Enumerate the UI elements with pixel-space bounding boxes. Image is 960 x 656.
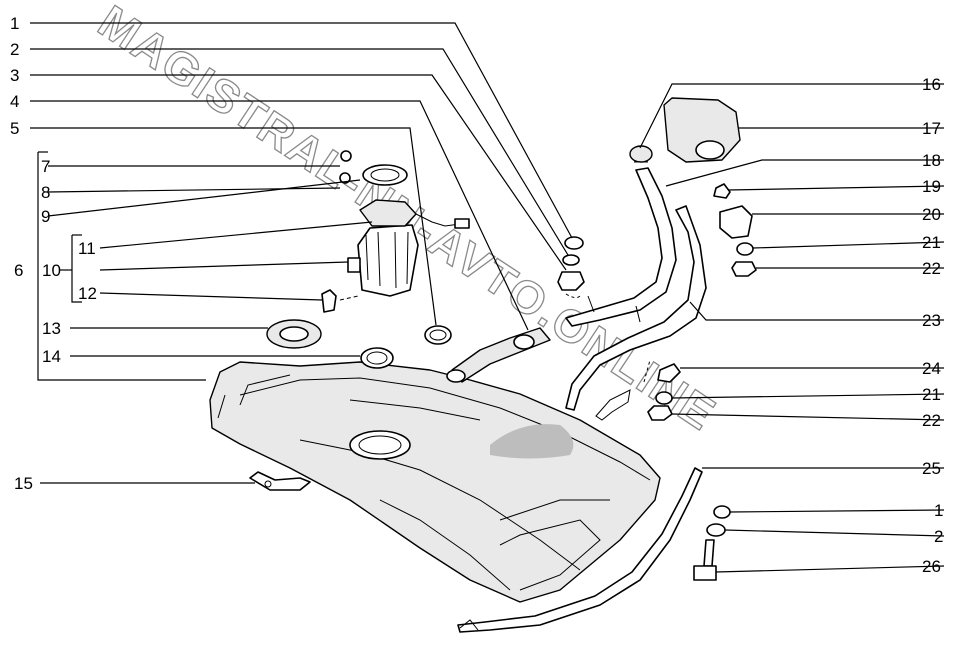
callout-19: 19 bbox=[922, 177, 941, 196]
vent-hose bbox=[446, 327, 631, 421]
tank-strap-right bbox=[457, 467, 703, 633]
callout-5: 5 bbox=[10, 119, 19, 138]
callout-3: 3 bbox=[10, 66, 19, 85]
callout-22b: 22 bbox=[922, 411, 941, 430]
callout-8: 8 bbox=[41, 183, 50, 202]
leader-lines bbox=[30, 22, 945, 573]
lock-ring-and-seal bbox=[266, 319, 394, 369]
tank-strap-left bbox=[249, 471, 311, 491]
callout-1b: 1 bbox=[934, 501, 943, 520]
callout-25: 25 bbox=[922, 459, 941, 478]
callout-4: 4 bbox=[10, 92, 19, 111]
filler-cap bbox=[663, 97, 741, 163]
callout-11: 11 bbox=[78, 239, 96, 258]
callout-10: 10 bbox=[42, 261, 61, 280]
callout-12: 12 bbox=[78, 284, 97, 303]
callout-20: 20 bbox=[922, 205, 941, 224]
callout-21: 21 bbox=[922, 233, 941, 252]
callout-9: 9 bbox=[41, 207, 50, 226]
filler-neck bbox=[565, 145, 707, 411]
callout-2: 2 bbox=[10, 40, 19, 59]
fuel-pump-module bbox=[321, 150, 470, 313]
callout-24: 24 bbox=[922, 359, 941, 378]
fasteners bbox=[557, 183, 757, 581]
callout-6: 6 bbox=[14, 261, 23, 280]
callout-2b: 2 bbox=[934, 527, 943, 546]
callout-22: 22 bbox=[922, 259, 941, 278]
callout-15: 15 bbox=[14, 474, 33, 493]
callout-23: 23 bbox=[922, 311, 941, 330]
callout-1: 1 bbox=[10, 14, 19, 33]
callout-26: 26 bbox=[922, 557, 941, 576]
callout-17: 17 bbox=[922, 119, 941, 138]
callout-21b: 21 bbox=[922, 385, 941, 404]
callouts-right: 16 17 18 19 20 21 22 23 24 21 22 25 1 2 … bbox=[922, 75, 943, 576]
fuel-tank bbox=[209, 361, 661, 603]
hose-clamp bbox=[424, 325, 452, 345]
callout-13: 13 bbox=[42, 319, 61, 338]
callout-18: 18 bbox=[922, 151, 941, 170]
callouts-left: 1 2 3 4 5 6 7 8 9 10 11 12 13 14 15 bbox=[10, 14, 97, 493]
callout-16: 16 bbox=[922, 75, 941, 94]
callout-7: 7 bbox=[41, 157, 50, 176]
callout-14: 14 bbox=[42, 347, 61, 366]
